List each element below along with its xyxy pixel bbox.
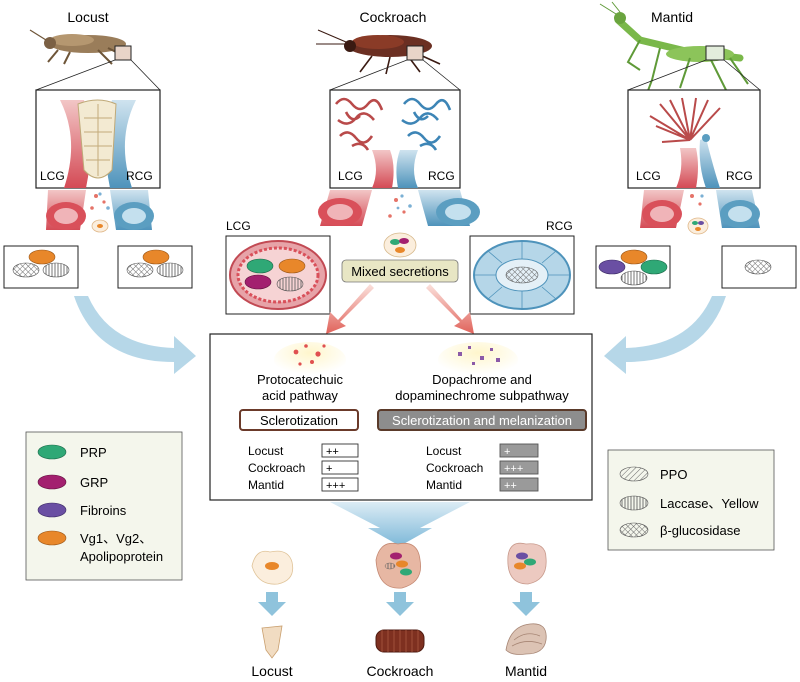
locust-lcg-label: LCG <box>40 169 65 183</box>
blue-side-arrows <box>74 296 726 374</box>
mixed-secretions-label: Mixed secretions <box>351 264 449 279</box>
cockroach-rcg-cross-section <box>469 235 575 315</box>
legend-ppo-swatch <box>619 466 649 482</box>
right-row-species-0: Locust <box>426 444 462 458</box>
cockroach-gland-panel: LCG RCG <box>329 89 461 189</box>
species-title-mantid: Mantid <box>651 9 693 25</box>
sclerotization-melanization-label: Sclerotization and melanization <box>392 413 572 428</box>
sclerotization-label: Sclerotization <box>260 413 338 428</box>
cockroach-section-lcg-label: LCG <box>226 219 251 233</box>
mixed-secretions-cell <box>383 232 417 258</box>
right-row-level-2: ++ <box>504 480 517 492</box>
locust-gland-panel: LCG RCG <box>35 89 161 189</box>
legend-glucosidase-swatch <box>619 522 649 538</box>
legend-glucosidase-label: β-glucosidase <box>660 523 740 538</box>
legend-ppo-label: PPO <box>660 467 687 482</box>
cockroach-lcg-label: LCG <box>338 169 363 183</box>
locust-lcg-secretion-box <box>3 245 79 289</box>
bottom-label-cockroach: Cockroach <box>367 663 434 679</box>
mantid-final-cell <box>507 542 547 585</box>
left-row-species-2: Mantid <box>248 478 284 492</box>
left-pathway-particles <box>274 342 346 378</box>
left-row-level-2: +++ <box>326 480 345 492</box>
right-pathway-particles <box>438 342 518 378</box>
locust-zoom-square <box>114 45 132 61</box>
mantid-ootheca <box>505 623 547 655</box>
red-arrows <box>326 284 474 334</box>
locust-gland-tubes <box>46 190 154 233</box>
right-row-level-1: +++ <box>504 463 523 475</box>
mixed-secretions-box <box>341 259 459 283</box>
right-pathway-table: Locust + Cockroach +++ Mantid ++ <box>426 443 539 492</box>
legend-laccase-swatch <box>619 495 649 511</box>
species-title-locust: Locust <box>67 9 108 25</box>
right-row-species-2: Mantid <box>426 478 462 492</box>
left-pathway-title-2: acid pathway <box>262 388 338 403</box>
cockroach-gland-tubes <box>318 190 480 226</box>
locust-rcg-label: RCG <box>126 169 153 183</box>
legend-fibroins-label: Fibroins <box>80 503 127 518</box>
bottom-label-locust: Locust <box>251 663 292 679</box>
cockroach-section-rcg-label: RCG <box>546 219 573 233</box>
mantid-lcg-secretion-box <box>595 245 671 289</box>
left-pathway-title-1: Protocatechuic <box>257 372 343 387</box>
cockroach-lcg-cross-section <box>225 235 331 315</box>
legend-vg-label: Vg1、Vg2、 <box>80 531 152 546</box>
legend-prp-swatch <box>37 444 67 460</box>
right-row-level-0: + <box>504 446 510 458</box>
sclerotization-melanization-box <box>377 409 587 431</box>
left-row-level-1: + <box>326 463 332 475</box>
protein-legend: PRP GRP Fibroins Vg1、Vg2、 Apolipoprotein <box>25 431 183 581</box>
mantid-gland-tubes <box>640 190 760 235</box>
mantid-zoom-square <box>705 45 725 61</box>
cockroach-ootheca <box>375 629 425 653</box>
legend-vg-swatch <box>37 530 67 546</box>
left-pathway-table: Locust ++ Cockroach + Mantid +++ <box>248 443 359 492</box>
sclerotization-box <box>239 409 359 431</box>
species-title-cockroach: Cockroach <box>360 9 427 25</box>
left-row-species-1: Cockroach <box>248 461 305 475</box>
cockroach-zoom-square <box>406 45 424 61</box>
left-row-species-0: Locust <box>248 444 284 458</box>
enzyme-legend: PPO Laccase、Yellow β-glucosidase <box>607 449 775 551</box>
mantid-rcg-secretion-box <box>721 245 797 289</box>
mantid-gland-panel: LCG RCG <box>627 89 761 189</box>
locust-rcg-secretion-box <box>117 245 193 289</box>
legend-laccase-label: Laccase、Yellow <box>660 496 759 511</box>
legend-prp-label: PRP <box>80 445 107 460</box>
cockroach-final-cell <box>375 542 421 589</box>
central-down-arrow <box>330 502 470 546</box>
right-pathway-title-2: dopaminechrome subpathway <box>395 388 569 403</box>
legend-vg-label-2: Apolipoprotein <box>80 549 163 564</box>
right-row-species-1: Cockroach <box>426 461 483 475</box>
locust-illustration <box>29 29 129 65</box>
locust-ootheca <box>261 625 283 659</box>
legend-grp-swatch <box>37 474 67 490</box>
locust-final-cell <box>251 550 294 585</box>
cockroach-rcg-label: RCG <box>428 169 455 183</box>
bottom-label-mantid: Mantid <box>505 663 547 679</box>
left-row-level-0: ++ <box>326 446 339 458</box>
legend-fibroins-swatch <box>37 502 67 518</box>
mantid-rcg-label: RCG <box>726 169 753 183</box>
right-pathway-title-1: Dopachrome and <box>432 372 532 387</box>
legend-grp-label: GRP <box>80 475 108 490</box>
mantid-lcg-label: LCG <box>636 169 661 183</box>
bottom-down-arrows <box>258 592 540 616</box>
